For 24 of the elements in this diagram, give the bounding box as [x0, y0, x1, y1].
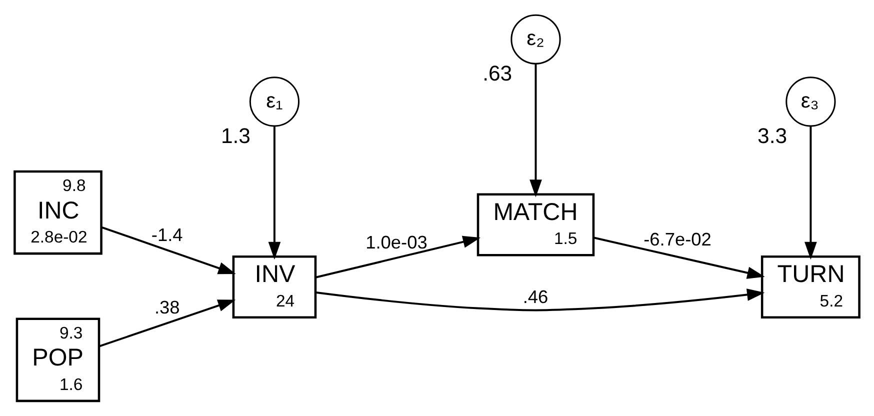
node-box: TURN 5.2: [760, 255, 860, 319]
arrow: [804, 126, 817, 260]
node-box: 9.3 POP 1.6: [16, 318, 100, 402]
node-box: INV 24: [232, 255, 317, 319]
node-box: MATCH 1.5: [476, 193, 595, 256]
edge-label: 1.0e-03: [366, 232, 428, 252]
arrow: [593, 236, 765, 279]
edge-label: .38: [154, 298, 180, 318]
node-circle: ε₃: [786, 76, 836, 127]
arrow: [268, 126, 281, 260]
edge-label: -6.7e-02: [644, 229, 712, 250]
arrow: [98, 300, 236, 348]
edge-label: -1.4: [151, 224, 183, 245]
node-label: 1.3: [220, 124, 250, 148]
arrow: [101, 226, 236, 274]
arrow: [530, 64, 542, 198]
node-box: 9.8 INC 2.8e-02: [14, 170, 102, 255]
edge-label: .46: [522, 287, 548, 308]
arrow: [316, 236, 481, 278]
node-label: 3.3: [758, 124, 788, 148]
node-circle: ε₁: [249, 76, 300, 127]
node-label: .63: [482, 62, 512, 86]
node-circle: ε₂: [510, 14, 561, 64]
arrow: [316, 288, 765, 312]
